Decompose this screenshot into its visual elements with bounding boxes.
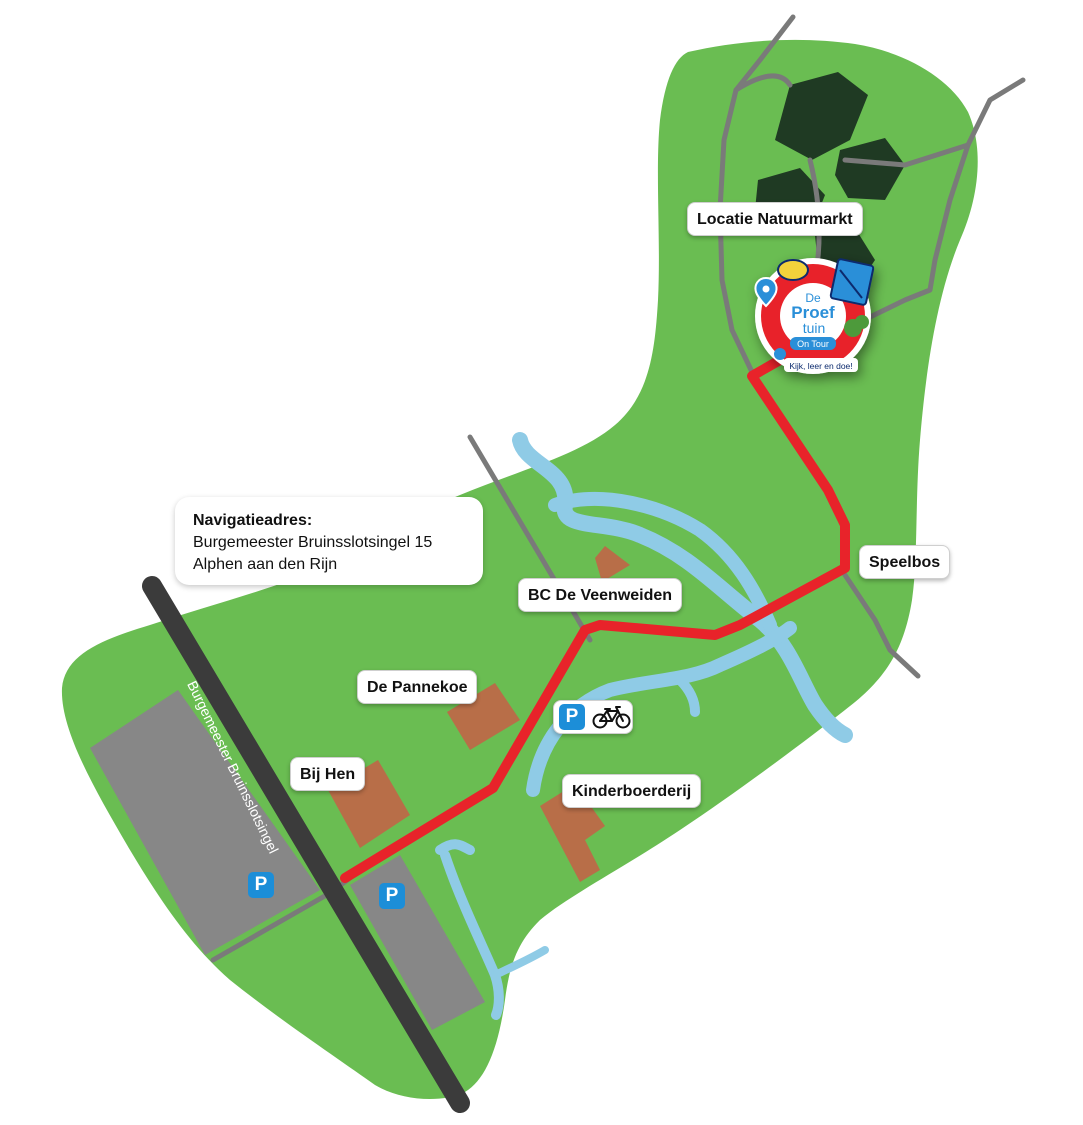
label-de-pannekoe: De Pannekoe — [357, 670, 478, 704]
parking-icon-west: P — [248, 872, 274, 898]
label-bij-hen: Bij Hen — [290, 757, 366, 791]
label-kinderboerderij: Kinderboerderij — [562, 774, 702, 808]
label-bc-de-veenweiden: BC De Veenweiden — [518, 578, 683, 612]
parking-bicycle-badge: P — [553, 700, 633, 734]
navigation-city: Alphen aan den Rijn — [193, 556, 338, 573]
bicycle-icon — [592, 706, 631, 729]
logo-text-tuin: tuin — [803, 320, 826, 336]
parking-icon: P — [559, 704, 585, 730]
route-line — [340, 355, 850, 883]
parking-icon-east: P — [379, 883, 405, 909]
map-pin-icon — [754, 276, 778, 308]
logo-tagline: Kijk, leer en doe! — [789, 361, 852, 371]
navigation-address-card: Navigatieadres: Burgemeester Bruinsslots… — [175, 497, 483, 585]
logo-badge: On Tour — [797, 339, 829, 349]
label-locatie-natuurmarkt: Locatie Natuurmarkt — [687, 202, 863, 236]
proeftuin-logo: De Proef tuin On Tour Kijk, leer en doe! — [754, 258, 875, 374]
logo-text-proef: Proef — [791, 303, 835, 322]
navigation-street: Burgemeester Bruinsslotsingel 15 — [193, 534, 433, 551]
navigation-title: Navigatieadres: — [193, 512, 313, 529]
road — [142, 576, 470, 1113]
logo-text-de: De — [805, 291, 821, 305]
label-speelbos: Speelbos — [859, 545, 951, 579]
water — [435, 432, 853, 1020]
